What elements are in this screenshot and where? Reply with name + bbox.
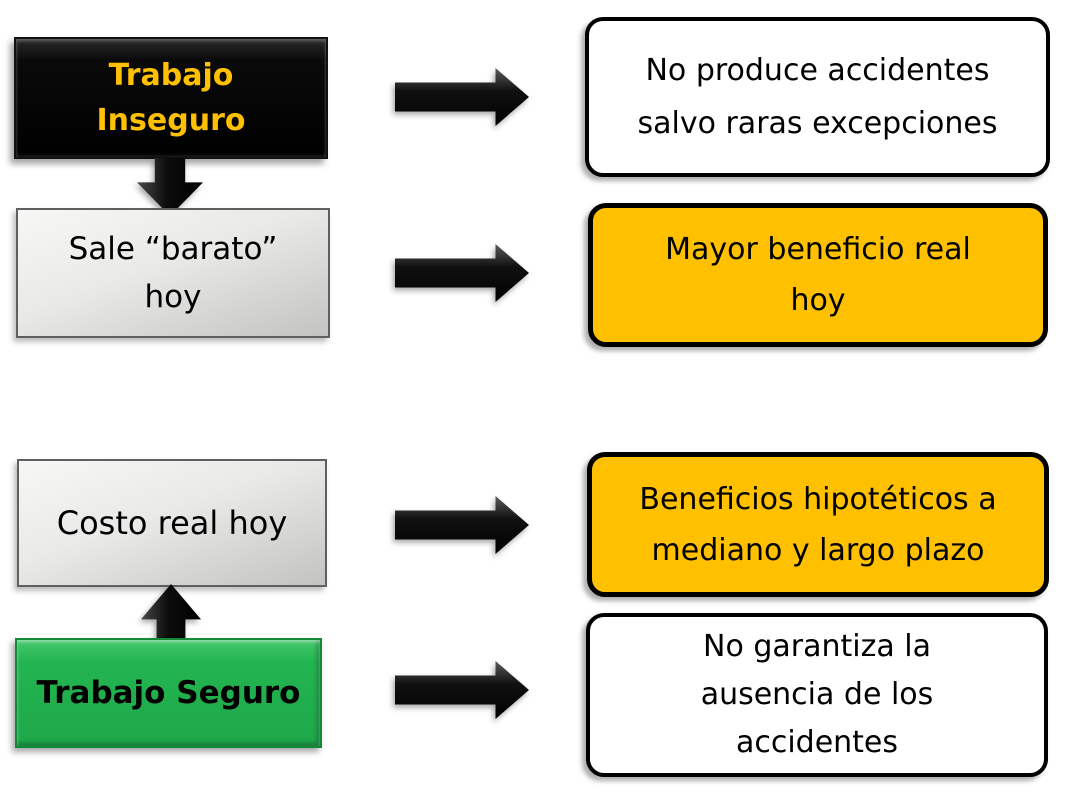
right-arrow-icon-2 [395,244,529,302]
box-no-garantiza-ausencia: No garantiza la ausencia de los accident… [586,613,1048,777]
box-trabajo-inseguro-label: Trabajo Inseguro [96,58,246,138]
right-arrow-icon-4 [395,661,529,719]
box-mayor-beneficio-real: Mayor beneficio real hoy [588,203,1048,347]
right-arrow-icon-1 [395,68,529,126]
box-no-produce-accidentes: No produce accidentes salvo raras excepc… [585,17,1050,177]
box-costo-real-hoy: Costo real hoy [17,459,327,587]
box-trabajo-seguro-label: Trabajo Seguro [36,675,301,711]
right-arrow-shape-2 [395,244,529,302]
right-arrow-shape-1 [395,68,529,126]
right-arrow-icon-3 [395,496,529,554]
box-beneficios-hipoteticos: Beneficios hipotéticos a mediano y largo… [587,452,1049,597]
right-arrow-shape-3 [395,496,529,554]
box-mayor-beneficio-real-label: Mayor beneficio real hoy [665,232,971,318]
box-no-garantiza-ausencia-label: No garantiza la ausencia de los accident… [700,629,934,760]
box-costo-real-hoy-label: Costo real hoy [56,504,288,542]
up-arrow-shape [141,584,201,646]
box-trabajo-seguro: Trabajo Seguro [15,638,322,748]
box-trabajo-inseguro: Trabajo Inseguro [14,37,328,159]
box-sale-barato-hoy-label: Sale “barato” hoy [68,231,278,315]
up-arrow-icon [141,584,201,646]
box-beneficios-hipoteticos-label: Beneficios hipotéticos a mediano y largo… [639,481,997,568]
box-no-produce-accidentes-label: No produce accidentes salvo raras excepc… [637,53,998,141]
right-arrow-shape-4 [395,661,529,719]
down-arrow-icon [137,158,203,216]
box-sale-barato-hoy: Sale “barato” hoy [16,208,330,338]
